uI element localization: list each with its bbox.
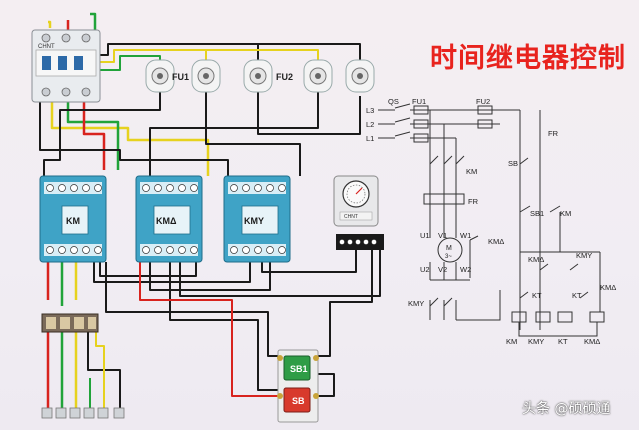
fuse-1 xyxy=(145,59,175,93)
wire-yellow-top xyxy=(48,20,52,28)
fu1-label: FU1 xyxy=(172,72,189,82)
wire-fuse-out-1 xyxy=(205,92,301,176)
coil-km: KM xyxy=(506,337,517,346)
wires xyxy=(39,12,381,410)
wire-below-4 xyxy=(99,262,197,277)
label-motor: M xyxy=(446,245,452,252)
label-qs: QS xyxy=(388,97,399,106)
wire-fuse-feed-5 xyxy=(206,49,319,60)
wire-fuse-feed-3 xyxy=(98,55,161,71)
wire-right-button xyxy=(316,250,373,357)
thermal-relay xyxy=(41,313,99,333)
label-l3: L3 xyxy=(366,106,374,115)
contactor-kmd: KMΔ xyxy=(135,175,203,263)
fuse-3 xyxy=(243,59,273,93)
wire-below-8 xyxy=(261,250,357,273)
coil-kmd: KMΔ xyxy=(584,337,600,346)
contactor-km: KM xyxy=(39,175,107,263)
fuse-4 xyxy=(303,59,333,93)
label-fr-top: FR xyxy=(548,129,559,138)
contactor-kmy-label: KMY xyxy=(244,216,264,226)
wire-main-red xyxy=(82,100,106,170)
label-u1: U1 xyxy=(420,231,430,240)
label-motor-phase: 3~ xyxy=(445,254,452,260)
wire-below-6 xyxy=(149,262,271,291)
wire-fuse-out-3 xyxy=(149,92,319,176)
fuse-2 xyxy=(191,59,221,93)
wire-right-button2 xyxy=(316,373,335,397)
label-sb1: SB1 xyxy=(530,209,544,218)
wire-main-yellow xyxy=(50,100,210,176)
contactor-kmd-label: KMΔ xyxy=(156,216,177,226)
label-kt2: KT xyxy=(572,291,582,300)
wire-below-9 xyxy=(105,262,286,357)
wire-fuse-out-2 xyxy=(257,92,361,135)
bottom-terminals xyxy=(41,407,125,419)
watermark: 头条 @硕硕通 xyxy=(522,401,611,417)
label-u2: U2 xyxy=(420,265,430,274)
contactor-km-label: KM xyxy=(66,216,80,226)
sb1-label: SB1 xyxy=(290,364,308,374)
wire-fuse-feed-1 xyxy=(98,43,259,60)
sb-label: SB xyxy=(292,396,305,406)
wire-below-11 xyxy=(139,262,286,397)
schematic-labels: L3 L2 L1 QS FU1 FU2 FR SB KM FR SB1 KM U… xyxy=(366,97,616,346)
wire-green-top xyxy=(90,12,97,35)
wire-terminal-5 xyxy=(95,330,105,410)
schematic xyxy=(378,103,605,337)
label-w1: W1 xyxy=(460,231,471,240)
label-kmy-contact: KMY xyxy=(576,251,592,260)
wire-fuse-feed-2 xyxy=(98,49,207,63)
page-title: 时间继电器控制 xyxy=(430,43,626,74)
label-v1: V1 xyxy=(438,231,447,240)
wire-main-black xyxy=(39,100,229,176)
wire-below-7 xyxy=(179,250,381,297)
label-km-delta: KMΔ xyxy=(488,237,504,246)
breaker-brand: CHNT xyxy=(38,44,55,50)
label-sb: SB xyxy=(508,159,518,168)
fuse-holders: FU1 FU2 xyxy=(145,59,375,93)
label-kmd-contact: KMΔ xyxy=(528,255,544,264)
label-fu1: FU1 xyxy=(412,97,426,106)
fuse-5 xyxy=(345,59,375,93)
label-l2: L2 xyxy=(366,120,374,129)
timer-brand: CHNT xyxy=(344,214,358,220)
label-fr-mid: FR xyxy=(468,197,479,206)
label-l1: L1 xyxy=(366,134,374,143)
label-kmd-contact2: KMΔ xyxy=(600,283,616,292)
button-box: SB1 SB xyxy=(277,349,319,423)
contactor-kmy: KMY xyxy=(223,175,291,263)
coil-kt: KT xyxy=(558,337,568,346)
wire-below-5 xyxy=(93,262,251,283)
label-kmy-main: KMY xyxy=(408,299,424,308)
label-v2: V2 xyxy=(438,265,447,274)
label-km-main: KM xyxy=(466,167,477,176)
circuit-breaker: CHNT xyxy=(31,29,101,103)
label-fu2: FU2 xyxy=(476,97,490,106)
wire-fuse-feed-4 xyxy=(258,43,361,60)
wire-fuse-out-4 xyxy=(43,92,161,176)
fu2-label: FU2 xyxy=(276,72,293,82)
time-relay: CHNT xyxy=(333,175,384,250)
coil-kmy: KMY xyxy=(528,337,544,346)
label-kt1: KT xyxy=(532,291,542,300)
label-km-hold: KM xyxy=(560,209,571,218)
label-w2: W2 xyxy=(460,265,471,274)
